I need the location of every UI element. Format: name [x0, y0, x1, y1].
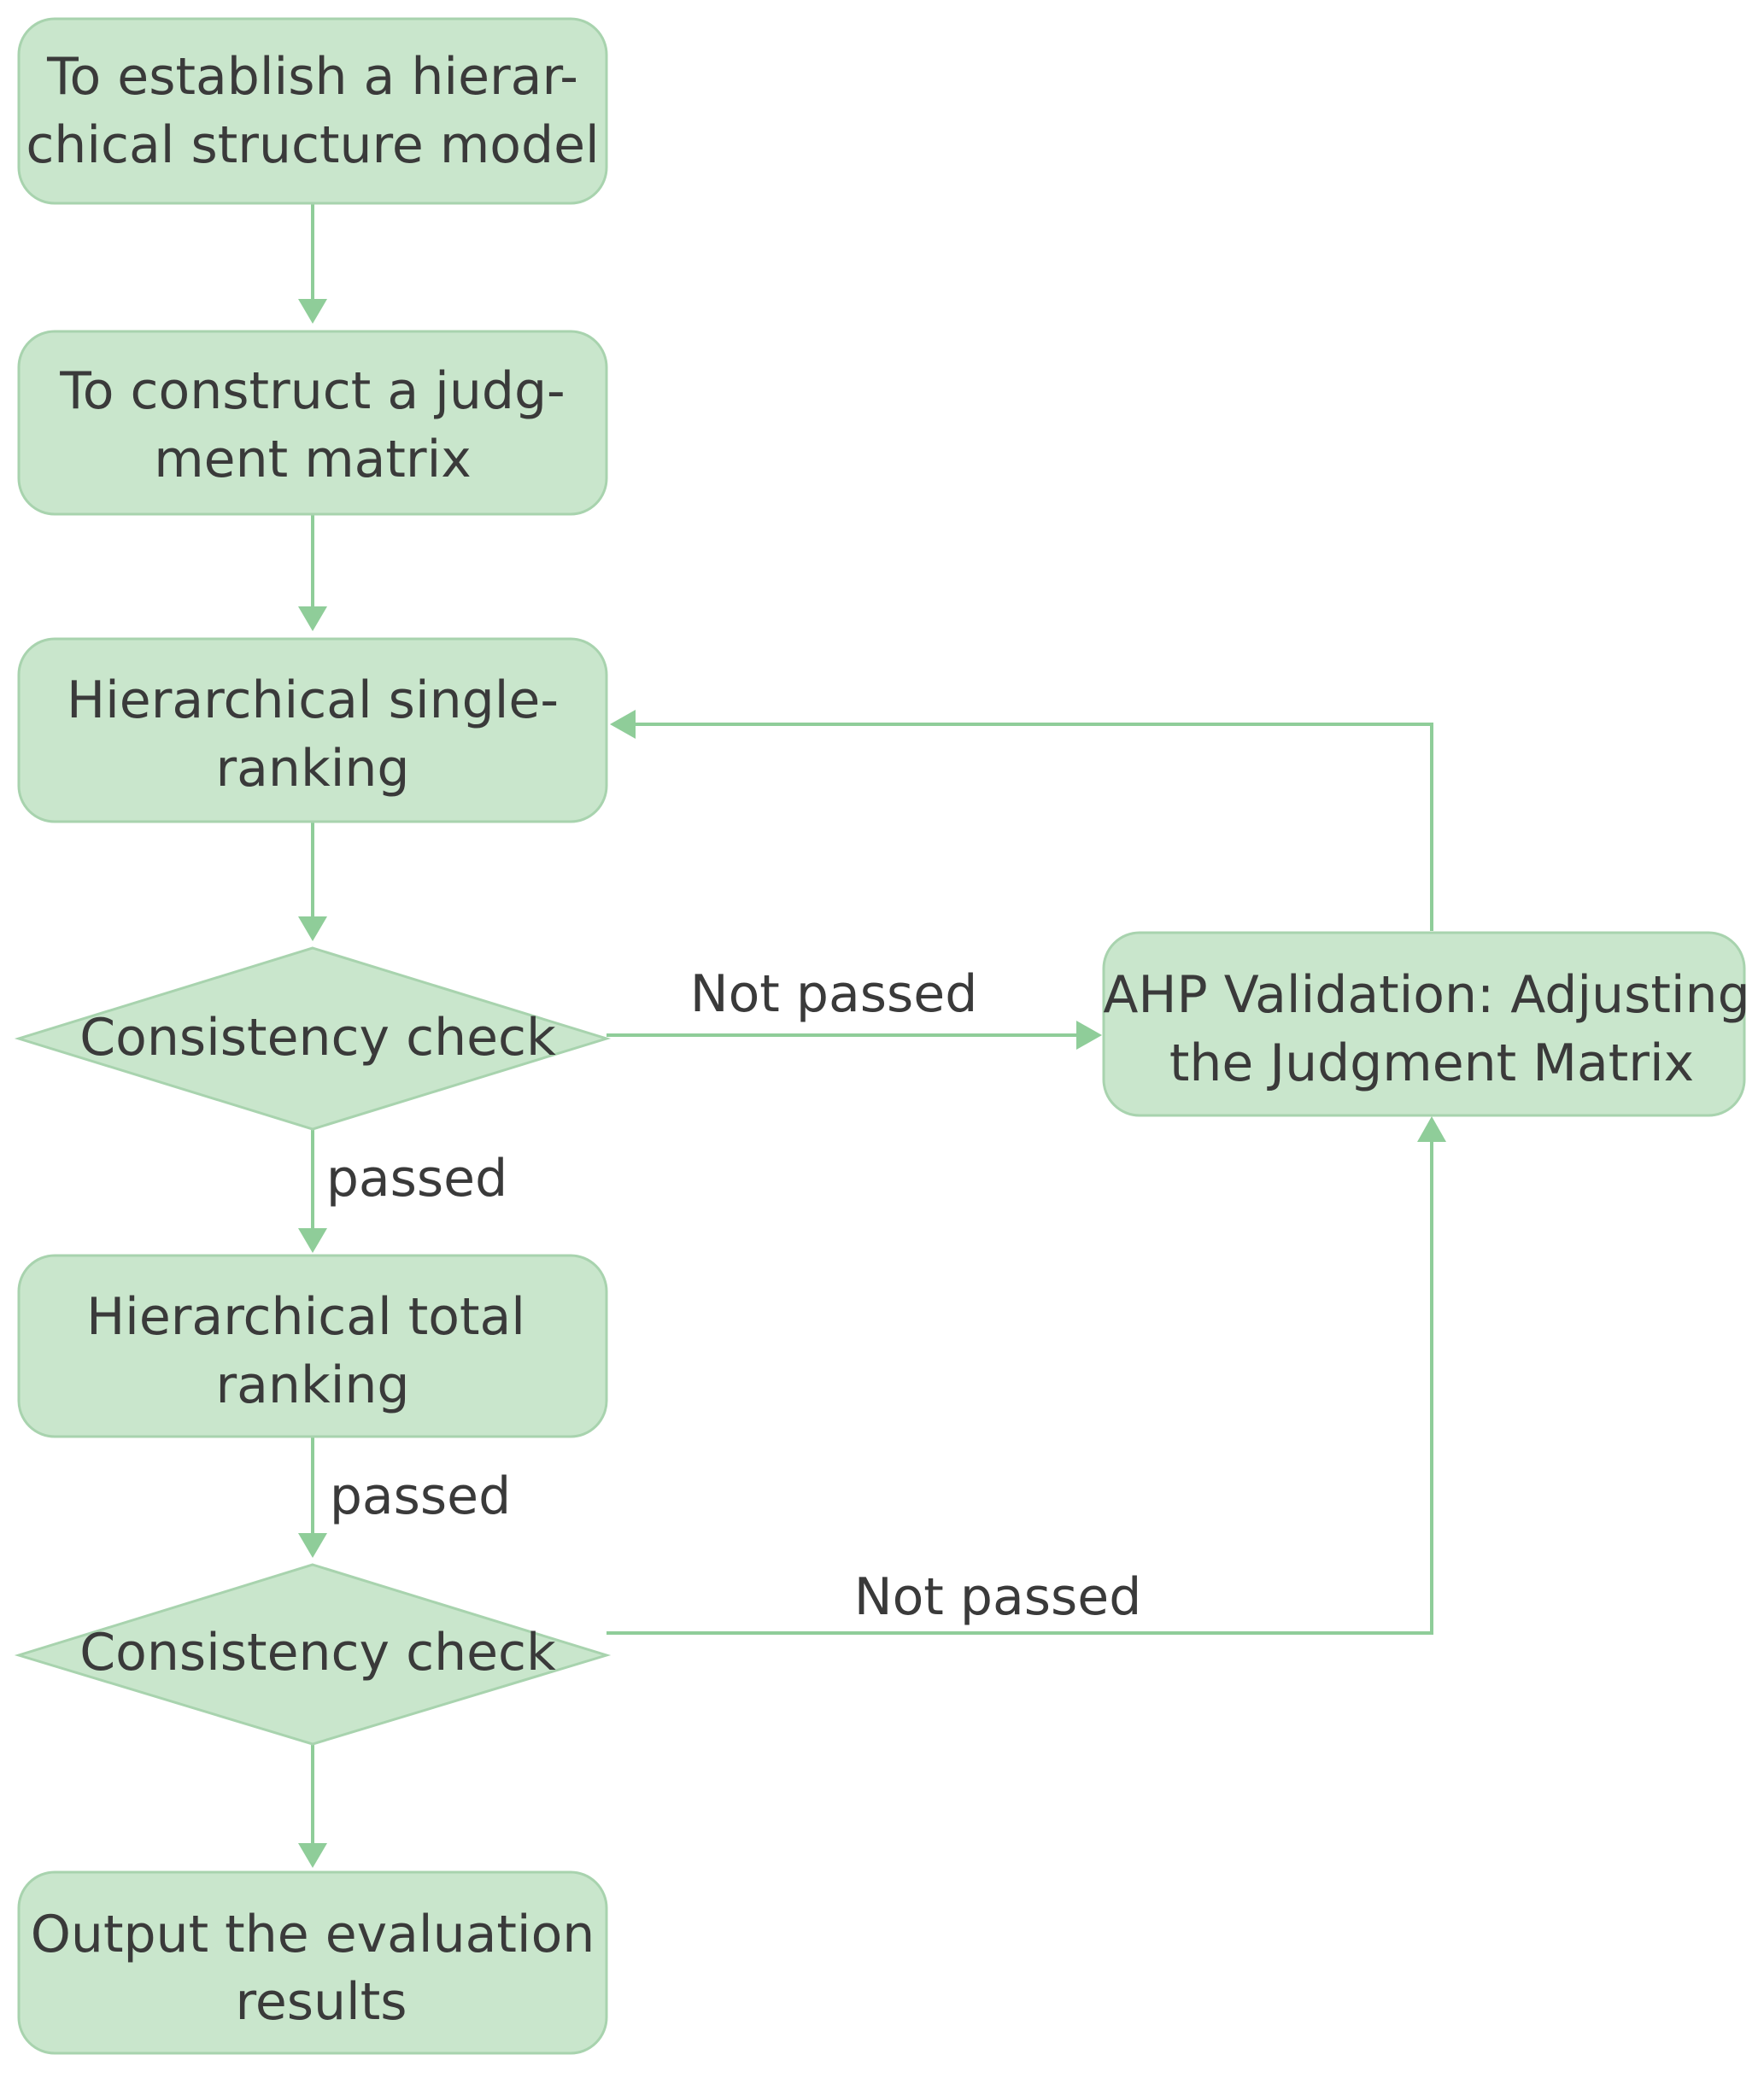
- arrowhead-output: [298, 1843, 327, 1868]
- node-construct-line2: ment matrix: [154, 430, 472, 489]
- node-output-line1: Output the evaluation: [31, 1905, 595, 1964]
- arrowhead-construct: [298, 299, 327, 324]
- node-check2-label: Consistency check: [79, 1623, 556, 1683]
- label-check2-not-passed: Not passed: [854, 1567, 1142, 1627]
- label-check1-passed: passed: [326, 1149, 507, 1209]
- node-total-ranking-line1: Hierarchical total: [86, 1287, 525, 1347]
- node-output-line2: results: [235, 1972, 407, 2032]
- arrowhead-check2: [298, 1533, 327, 1558]
- node-adjust-matrix: AHP Validation: Adjusting the Judgment M…: [1102, 931, 1750, 1117]
- arrowhead-adjust-bottom: [1417, 1116, 1446, 1142]
- node-construct-matrix: To construct a judg- ment matrix: [17, 330, 608, 516]
- label-check1-not-passed: Not passed: [690, 964, 978, 1024]
- edge-labels: passed passed Not passed Not passed: [326, 964, 1141, 1627]
- arrowhead-single-ranking-return: [610, 710, 636, 739]
- arrowhead-check1: [298, 916, 327, 941]
- node-consistency-check-2: Consistency check: [14, 1563, 612, 1746]
- node-output-results: Output the evaluation results: [17, 1870, 608, 2055]
- node-total-ranking-line2: ranking: [216, 1355, 410, 1415]
- arrowhead-single-ranking: [298, 606, 327, 631]
- node-establish-line2: chical structure model: [26, 115, 599, 175]
- node-establish-model: To establish a hierar- chical structure …: [17, 17, 608, 205]
- node-single-ranking: Hierarchical single- ranking: [17, 637, 608, 823]
- arrowhead-total-ranking: [298, 1228, 327, 1253]
- label-total-passed: passed: [330, 1466, 511, 1526]
- node-consistency-check-1: Consistency check: [14, 946, 612, 1131]
- node-single-ranking-line2: ranking: [216, 739, 410, 799]
- arrowhead-adjust-left: [1076, 1021, 1102, 1050]
- node-adjust-line2: the Judgment Matrix: [1169, 1033, 1694, 1093]
- edge-adjust-to-single-ranking: [634, 723, 1433, 931]
- node-establish-line1: To establish a hierar-: [46, 47, 578, 107]
- node-adjust-line1: AHP Validation: Adjusting: [1103, 965, 1749, 1025]
- edge-check2-to-adjust: [607, 1140, 1433, 1635]
- node-check1-label: Consistency check: [79, 1008, 556, 1068]
- node-construct-line1: To construct a judg-: [59, 361, 565, 421]
- node-single-ranking-line1: Hierarchical single-: [67, 670, 559, 730]
- edges: [298, 203, 1446, 1868]
- node-total-ranking: Hierarchical total ranking: [17, 1254, 608, 1438]
